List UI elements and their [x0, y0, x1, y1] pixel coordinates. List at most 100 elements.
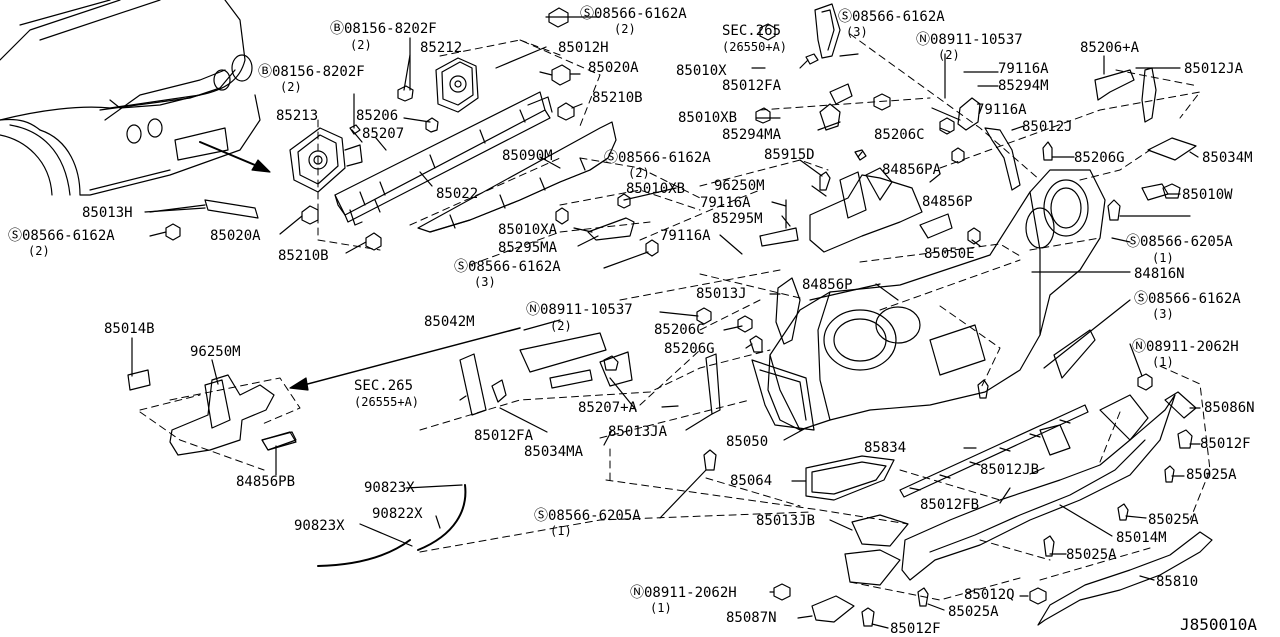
bracket-sec265-top — [814, 3, 841, 59]
part-label-p64: Ⓝ08911-10537 — [526, 302, 633, 318]
part-label-p49: 85295M — [712, 211, 763, 227]
panel-85050 — [751, 359, 815, 431]
part-label-p76: 85012FA — [474, 428, 534, 444]
part-label-p66: 85206C — [654, 322, 705, 338]
part-label-p05: 85212 — [420, 40, 463, 56]
part-label-p53: 85050E — [924, 246, 975, 262]
part-label-p68: 85014B — [104, 321, 155, 337]
part-label-p41: Ⓢ08566-6162A — [604, 150, 711, 166]
part-label-p22: (26550+A) — [722, 40, 788, 54]
part-label-p96: Ⓝ08911-2062H — [630, 585, 737, 601]
part-label-p91: (1) — [550, 524, 572, 538]
part-label-p70: Ⓝ08911-2062H — [1132, 339, 1239, 355]
bracket-96250M-mid — [809, 167, 953, 253]
part-label-p07: Ⓑ08156-8202F — [258, 64, 365, 80]
part-label-p79: 85012F — [1200, 436, 1251, 452]
stay-85013J — [705, 277, 801, 415]
part-label-p40: 85034M — [1202, 150, 1253, 166]
part-label-p102: 85012F — [890, 621, 941, 637]
part-label-p90: Ⓢ08566-6205A — [534, 508, 641, 524]
pad-84856PB — [261, 431, 297, 451]
part-label-p45: 96250M — [714, 178, 765, 194]
bracket-85212 — [435, 57, 479, 113]
lip-85810 — [1037, 531, 1213, 626]
fasteners — [165, 7, 1193, 627]
part-label-p62: 85013J — [696, 286, 747, 302]
part-label-p72: SEC.265 — [354, 378, 414, 394]
part-label-p47: 85010W — [1182, 187, 1233, 203]
part-label-p57: (3) — [474, 275, 496, 289]
part-label-p65: (2) — [550, 319, 572, 333]
part-label-p55: (1) — [1152, 251, 1174, 265]
part-label-p36: 85012J — [1022, 119, 1073, 135]
part-label-p28: (2) — [938, 48, 960, 62]
part-label-p34: 85294MA — [722, 127, 782, 143]
part-label-p19: 85020A — [210, 228, 261, 244]
strip-85834 — [899, 404, 1089, 498]
part-label-p10: 85213 — [276, 108, 319, 124]
part-label-p82: 85012JB — [980, 462, 1040, 478]
part-label-p37: 85206C — [874, 127, 925, 143]
part-label-p44: 85010XB — [626, 181, 686, 197]
diagram-code: J850010A — [1180, 615, 1258, 634]
part-label-p50: 85010XA — [498, 222, 558, 238]
brackets-85295 — [587, 199, 799, 247]
part-label-p23: 85010X — [676, 63, 727, 79]
part-label-p43: 84856PA — [882, 162, 942, 178]
part-label-p56: Ⓢ08566-6162A — [454, 259, 561, 275]
part-label-p99: 85810 — [1156, 574, 1199, 590]
part-label-p25: Ⓢ08566-6162A — [838, 9, 945, 25]
part-label-p01: Ⓢ08566-6162A — [580, 6, 687, 22]
part-label-p97: (1) — [650, 601, 672, 615]
reinforcement-85022 — [334, 91, 553, 226]
part-label-p21: SEC.265 — [722, 23, 782, 39]
part-label-p87: 85012FB — [920, 497, 980, 513]
part-label-p88: 90823X — [294, 518, 345, 534]
part-label-p80: 85034MA — [524, 444, 584, 460]
grille-85064 — [805, 455, 895, 501]
part-label-p69: 96250M — [190, 344, 241, 360]
part-label-p38: 85915D — [764, 147, 815, 163]
car-to-part-arrow — [199, 141, 271, 173]
absorber-85090M — [417, 121, 617, 233]
part-label-p35: 79116A — [976, 102, 1027, 118]
part-label-p24: 85012FA — [722, 78, 782, 94]
part-label-p18: (2) — [28, 244, 50, 258]
part-label-p86: 90823X — [364, 480, 415, 496]
stay-85013JB — [811, 514, 909, 623]
part-label-p29: 85206+A — [1080, 40, 1140, 56]
part-label-p73: (26555+A) — [354, 395, 420, 409]
part-label-p11: 85206 — [356, 108, 399, 124]
part-label-p101: 85087N — [726, 610, 777, 626]
part-label-p02: (2) — [614, 22, 636, 36]
part-label-p26: (3) — [846, 25, 868, 39]
bumper-fascia — [767, 169, 1106, 431]
part-label-p08: (2) — [280, 80, 302, 94]
leader-lines — [131, 16, 1201, 629]
part-label-p98: 85012Q — [964, 587, 1015, 603]
part-label-p78: 85050 — [726, 434, 769, 450]
part-label-p63: 85042M — [424, 314, 475, 330]
part-label-p58: 84816N — [1134, 266, 1185, 282]
part-label-p94: 85025A — [1148, 512, 1199, 528]
part-label-p77: 85013JA — [608, 424, 668, 440]
part-label-p74: 85207+A — [578, 400, 638, 416]
part-label-p03: Ⓑ08156-8202F — [330, 21, 437, 37]
part-label-p83: 85025A — [1186, 467, 1237, 483]
part-label-p27: Ⓝ08911-10537 — [916, 32, 1023, 48]
part-label-p51: 85295MA — [498, 240, 558, 256]
diffuser-85014M — [901, 329, 1176, 581]
part-label-p84: 84856PB — [236, 474, 296, 490]
part-label-p48: 79116A — [700, 195, 751, 211]
part-label-p31: 79116A — [998, 61, 1049, 77]
pad-85034M — [1147, 137, 1197, 161]
part-label-p71: (1) — [1152, 355, 1174, 369]
part-label-p89: 90822X — [372, 506, 423, 522]
part-label-p42: (2) — [628, 166, 650, 180]
part-label-p52: 79116A — [660, 228, 711, 244]
part-label-p12: 85210B — [592, 90, 643, 106]
part-label-p81: 85834 — [864, 440, 907, 456]
part-label-p33: 85010XB — [678, 110, 738, 126]
part-label-p95: 85025A — [1066, 547, 1117, 563]
